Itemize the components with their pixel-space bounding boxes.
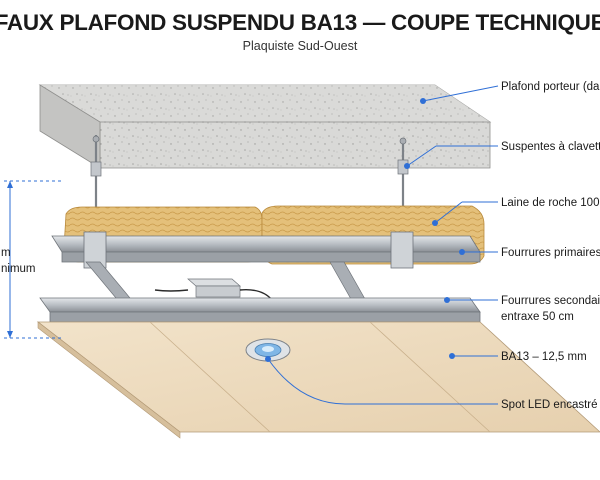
callout-ba13: BA13 – 12,5 mm	[501, 351, 587, 363]
callout-ceiling-slab: Plafond porteur (dalle	[501, 81, 600, 93]
concrete-slab	[38, 84, 492, 169]
callout-led-spot: Spot LED encastré + tra	[501, 399, 600, 411]
secondary-rail	[39, 297, 481, 323]
callout-hangers: Suspentes à clavette	[501, 141, 600, 153]
primary-rail	[51, 231, 481, 269]
led-spot	[245, 338, 291, 362]
page-subtitle: Plaquiste Sud-Ouest	[243, 39, 358, 53]
callout-primary-rails: Fourrures primaires F	[501, 247, 600, 259]
dimension-line-2: nimum	[1, 263, 36, 275]
callout-secondary-spacing: entraxe 50 cm	[501, 311, 574, 323]
dimension-line-1: m	[1, 247, 11, 259]
callout-rock-wool: Laine de roche 100 mm	[501, 197, 600, 209]
leader-lines	[265, 85, 499, 405]
callout-secondary-rails: Fourrures secondaires	[501, 295, 600, 307]
page-title: FAUX PLAFOND SUSPENDU BA13 — COUPE TECHN…	[0, 10, 600, 35]
height-dimension	[4, 180, 62, 339]
ba13-board	[36, 321, 600, 439]
